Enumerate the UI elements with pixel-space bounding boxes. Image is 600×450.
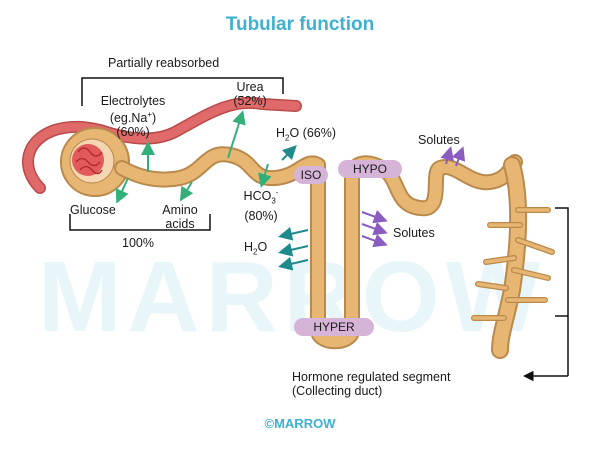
hypo-pill xyxy=(338,160,402,178)
arrow-h2o-1 xyxy=(278,226,309,241)
label-h2o-rest: O xyxy=(257,240,268,254)
label-hco3-sub: 3 xyxy=(271,196,276,206)
label-electrolytes: Electrolytes (eg.Na+) (60%) xyxy=(88,94,178,139)
hyper-pill xyxy=(294,318,374,336)
iso-pill xyxy=(294,166,328,184)
label-h2o-66-rest: O (66%) xyxy=(289,126,337,140)
arrow-solutes-3 xyxy=(361,234,388,248)
label-amino-acids: Amino acids xyxy=(150,203,210,231)
arrow-solutes-2 xyxy=(361,222,388,236)
label-h2o-h: H xyxy=(244,240,254,254)
arrow-h2o-3 xyxy=(278,256,309,271)
label-electrolytes-close: ) xyxy=(152,111,157,126)
label-electrolytes-eg: (eg.Na xyxy=(109,111,148,126)
label-electrolytes-sup: + xyxy=(147,110,153,119)
bracket-collecting-duct xyxy=(523,207,569,382)
label-hormone-segment: Hormone regulated segment (Collecting du… xyxy=(292,370,450,398)
iso-label: ISO xyxy=(300,168,322,182)
arrow-h2o-2 xyxy=(278,242,309,257)
label-electrolytes-text: Electrolytes xyxy=(100,94,166,108)
label-urea-text: Urea xyxy=(236,80,264,94)
label-electrolytes-pct: (60%) xyxy=(116,125,150,140)
arrow-glucose xyxy=(115,177,129,204)
label-solutes-top: Solutes xyxy=(418,133,460,147)
arrow-solutes-top-1 xyxy=(440,146,454,165)
arrow-solutes-1 xyxy=(361,210,388,224)
label-hco3-sup: - xyxy=(275,188,279,197)
page-title: Tubular function xyxy=(225,14,375,35)
label-amino: Amino xyxy=(162,203,198,217)
label-hormone-line1: Hormone regulated segment xyxy=(292,370,451,384)
footer-brand: ©MARROW xyxy=(264,416,336,431)
arrow-urea xyxy=(227,110,246,159)
label-acids: acids xyxy=(165,217,195,231)
label-solutes-mid: Solutes xyxy=(393,226,435,240)
label-hco3-main: HCO xyxy=(243,189,272,204)
bracket-100 xyxy=(69,214,211,231)
label-urea-pct: (52%) xyxy=(233,94,267,108)
label-h2o-sub: 2 xyxy=(253,247,258,257)
label-glucose: Glucose xyxy=(70,203,116,217)
label-h2o-66: H2O (66%) xyxy=(276,126,336,146)
arrow-amino xyxy=(179,181,194,202)
arrow-solutes-top-2 xyxy=(451,146,466,167)
bracket-partially-reabsorbed xyxy=(81,77,284,106)
collecting-duct xyxy=(471,156,555,359)
label-hormone-line2: (Collecting duct) xyxy=(292,384,383,398)
label-h2o-66-h: H xyxy=(276,126,286,140)
hypo-label: HYPO xyxy=(352,162,387,176)
arrow-h2o-66 xyxy=(281,145,297,161)
label-h2o-66-sub: 2 xyxy=(285,133,290,143)
label-hco3: HCO3- (80%) xyxy=(238,186,284,223)
label-hco3-pct: (80%) xyxy=(244,208,278,223)
label-h2o: H2O xyxy=(244,240,267,260)
hyper-label: HYPER xyxy=(313,320,355,334)
label-urea: Urea (52%) xyxy=(225,80,275,108)
label-partially-reabsorbed: Partially reabsorbed xyxy=(108,56,220,70)
glomerulus xyxy=(60,127,130,197)
label-100-percent: 100% xyxy=(122,236,154,250)
arrow-hco3 xyxy=(258,163,272,188)
